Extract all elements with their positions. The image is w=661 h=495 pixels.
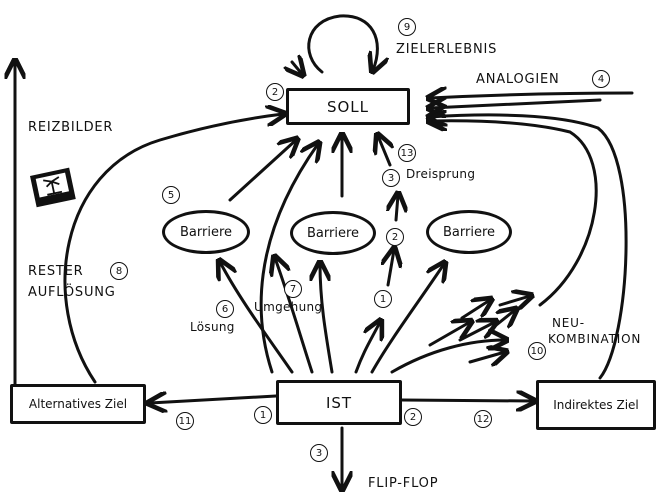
number-loesung: 6 <box>216 300 234 318</box>
arrow-ist-to-barriere-right <box>370 264 444 374</box>
node-ist: IST <box>276 380 402 425</box>
label-kombination: KOMBINATION <box>548 332 642 346</box>
number-step-1: 1 <box>374 290 392 308</box>
label-analogien: ANALOGIEN <box>476 72 560 87</box>
arrow-indirekt-to-soll <box>430 115 628 380</box>
arrow-alternatives-to-soll <box>63 114 283 384</box>
label-neu: NEU- <box>552 316 585 330</box>
arrow-barriere-left-to-soll <box>228 140 296 202</box>
arrow-loesung <box>220 262 294 374</box>
node-alternatives-ziel: Alternatives Ziel <box>10 384 146 424</box>
number-rester: 8 <box>110 262 128 280</box>
arrow-neukombination-to-soll <box>430 121 598 307</box>
node-ist-label: IST <box>325 393 353 412</box>
label-aufloesung: AUFLÖSUNG <box>28 285 116 300</box>
number-dreisprung: 3 <box>382 169 400 187</box>
number-flipflop: 3 <box>310 444 328 462</box>
number-ist-right: 2 <box>404 408 422 426</box>
node-indirektes-ziel-label: Indirektes Ziel <box>553 398 639 412</box>
arrow-ist-to-indirekt <box>400 400 533 401</box>
label-dreisprung: Dreisprung <box>406 167 476 181</box>
arrow-neu-2 <box>428 322 470 347</box>
arrow-umgehung <box>275 258 314 374</box>
node-barriere-right: Barriere <box>426 210 512 254</box>
node-barriere-center-label: Barriere <box>306 225 359 241</box>
palm-tree-picture-icon <box>30 167 76 208</box>
number-umgehung: 7 <box>284 280 302 298</box>
arrow-ist-to-alternatives <box>150 396 278 403</box>
arrow-zielerlebnis-loop-left <box>307 14 378 72</box>
label-zielerlebnis: ZIELERLEBNIS <box>396 42 498 57</box>
arrow-analogien-2 <box>430 100 602 108</box>
arrow-step-1 <box>354 322 380 374</box>
number-neukombination: 10 <box>528 342 546 360</box>
arrow-step-2 <box>388 250 394 287</box>
number-step-2: 2 <box>386 228 404 246</box>
node-alternatives-ziel-label: Alternatives Ziel <box>28 397 128 411</box>
number-dreisprung-top: 13 <box>398 144 416 162</box>
node-barriere-center: Barriere <box>290 211 376 255</box>
number-analogien: 4 <box>592 70 610 88</box>
label-reizbilder: REIZBILDER <box>28 120 114 135</box>
number-alternatives: 11 <box>176 412 194 430</box>
label-rester: RESTER <box>28 264 84 279</box>
node-barriere-left: Barriere <box>162 210 250 254</box>
number-zielerlebnis: 9 <box>398 18 416 36</box>
label-umgehung: Umgehung <box>254 300 323 314</box>
arrow-dreisprung-to-soll <box>378 136 390 167</box>
arrow-step-3 <box>396 195 398 222</box>
arrow-rester <box>259 144 318 374</box>
arrow-neu-3 <box>458 322 495 342</box>
arrow-ist-to-barriere-center <box>320 264 334 374</box>
number-barriere-left: 5 <box>162 186 180 204</box>
number-ist-left: 1 <box>254 406 272 424</box>
arrow-neu-7 <box>468 352 505 362</box>
arrow-zielerlebnis-left-tick <box>292 62 302 74</box>
arrow-analogien <box>430 93 634 98</box>
node-indirektes-ziel: Indirektes Ziel <box>536 380 656 430</box>
arrow-neu-5 <box>488 310 515 332</box>
node-barriere-right-label: Barriere <box>442 224 495 240</box>
number-soll: 2 <box>266 83 284 101</box>
arrow-neu-1 <box>390 340 505 374</box>
label-loesung: Lösung <box>190 320 235 334</box>
node-barriere-left-label: Barriere <box>179 224 232 240</box>
node-soll-label: SOLL <box>326 97 370 116</box>
arrow-neu-4 <box>460 300 490 320</box>
node-soll: SOLL <box>286 88 410 125</box>
arrow-neu-6 <box>498 296 530 305</box>
label-flip-flop: FLIP-FLOP <box>368 476 439 491</box>
number-indirekt: 12 <box>474 410 492 428</box>
